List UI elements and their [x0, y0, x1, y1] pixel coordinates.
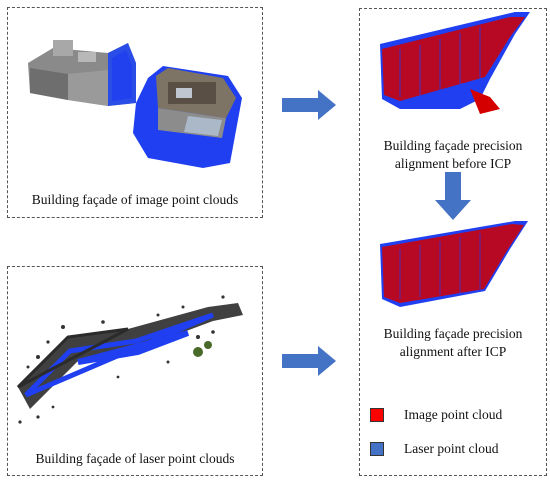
image-point-cloud-caption: Building façade of image point clouds	[31, 192, 239, 207]
legend-label-laser: Laser point cloud	[404, 441, 499, 456]
image-point-cloud-render	[28, 40, 242, 168]
after-icp-caption-line1: Building façade precision	[383, 326, 523, 341]
after-icp-render	[380, 221, 528, 307]
laser-point-cloud-panel: Building façade of laser point clouds	[7, 266, 263, 476]
legend-label-image: Image point cloud	[404, 407, 503, 422]
laser-point-cloud-caption: Building façade of laser point clouds	[35, 451, 235, 466]
legend-swatch-laser	[370, 442, 384, 456]
before-icp-caption-line2: alignment before ICP	[394, 156, 512, 171]
legend-swatch-image	[370, 408, 384, 422]
down-arrow-icon	[435, 172, 471, 220]
right-arrow-icon-bottom	[282, 346, 336, 376]
alignment-panel: Building façade precision alignment befo…	[359, 8, 547, 476]
image-point-cloud-panel: Building façade of image point clouds	[7, 7, 263, 218]
before-icp-render	[380, 12, 530, 114]
before-icp-caption-line1: Building façade precision	[383, 138, 523, 153]
right-arrow-icon-top	[282, 90, 336, 120]
laser-point-cloud-render	[16, 295, 243, 424]
after-icp-caption-line2: alignment after ICP	[399, 344, 507, 359]
